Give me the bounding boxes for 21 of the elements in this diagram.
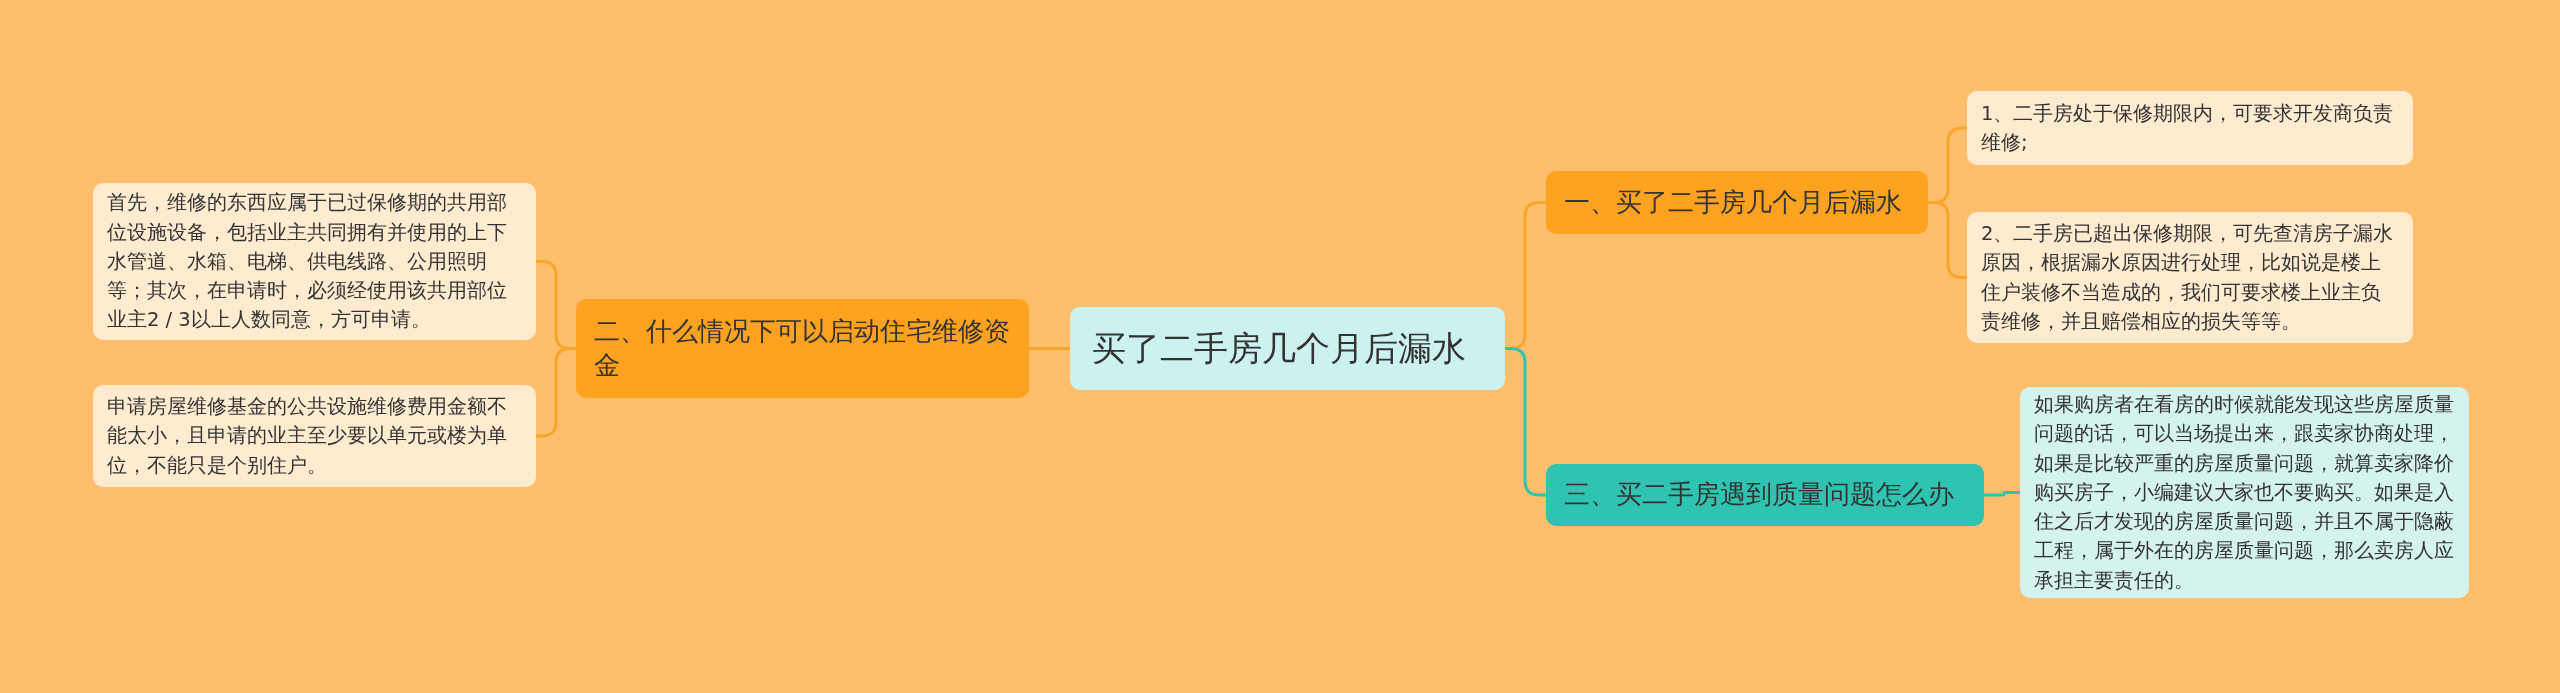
connector-line bbox=[1029, 347, 1070, 350]
root-topic-box bbox=[1070, 307, 1505, 390]
topic-text: 1、二手房处于保修期限内，可要求开发商负责维修; bbox=[1981, 100, 2395, 156]
note-box bbox=[1967, 212, 2413, 343]
topic-text: 首先，维修的东西应属于已过保修期的共用部位设施设备，包括业主共同拥有并使用的上下水管道、水箱、电梯、供电线路、公用照明等；其次，在申请时，必须经使用该共用部位业主2 / 3以上人数同意，方可申请。 bbox=[107, 190, 508, 334]
topic-text: 买了二手房几个月后漏水 bbox=[1092, 327, 1466, 371]
topic-text: 二、什么情况下可以启动住宅维修资金 bbox=[594, 314, 1011, 382]
topic-text: 三、买二手房遇到质量问题怎么办 bbox=[1564, 478, 1954, 512]
topic-text: 如果购房者在看房的时候就能发现这些房屋质量问题的话，可以当场提出来，跟卖家协商处理，如果是比较严重的房屋质量问题，就算卖家降价购买房子，小编建议大家也不要购买。如果是入住之后才发现的房屋质量问题，并且不属于隐蔽工程，属于外在的房屋质量问题，那么卖房人应承担主要责任的。 bbox=[2034, 392, 2455, 594]
connector-line bbox=[1505, 347, 1546, 497]
branch-topic-box bbox=[1546, 464, 1984, 526]
branch-topic-box bbox=[576, 299, 1029, 398]
note-box bbox=[1967, 91, 2413, 165]
note-box bbox=[93, 385, 536, 487]
branch-topic-box bbox=[1546, 171, 1928, 234]
connector-line bbox=[536, 347, 576, 438]
topic-text: 2、二手房已超出保修期限，可先查清房子漏水原因，根据漏水原因进行处理，比如说是楼上住户装修不当造成的，我们可要求楼上业主负责维修，并且赔偿相应的损失等等。 bbox=[1981, 221, 2395, 335]
topic-text: 申请房屋维修基金的公共设施维修费用金额不能太小，且申请的业主至少要以单元或楼为单位，不能只是个别住户。 bbox=[107, 394, 508, 479]
note-box bbox=[93, 183, 536, 340]
topic-text: 一、买了二手房几个月后漏水 bbox=[1564, 185, 1902, 219]
connector-line bbox=[1984, 491, 2020, 497]
